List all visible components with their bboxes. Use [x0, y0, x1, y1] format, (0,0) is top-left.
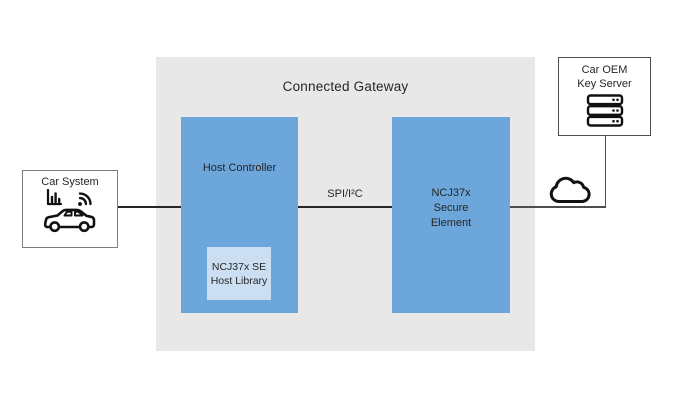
connected-gateway-title: Connected Gateway — [282, 79, 409, 94]
server-icon — [586, 94, 624, 128]
host-library-node: NCJ37x SE Host Library — [207, 247, 271, 300]
secure-element-label-line3: Element — [430, 216, 472, 229]
cloud-icon — [546, 172, 594, 207]
key-server-node: Car OEM Key Server — [558, 57, 651, 136]
key-server-label-line2: Key Server — [577, 78, 632, 90]
host-library-label-line2: Host Library — [210, 274, 268, 287]
key-server-label-line1: Car OEM — [581, 64, 628, 76]
host-controller-label: Host Controller — [202, 162, 277, 174]
connector-se-cloud — [510, 206, 606, 208]
car-telemetry-icon — [42, 188, 98, 234]
car-system-node: Car System — [22, 170, 118, 248]
host-library-label-line1: NCJ37x SE — [211, 260, 267, 273]
connector-cloud-keyserver — [604, 136, 606, 207]
connector-host-se — [298, 206, 392, 208]
connector-carsystem-host — [118, 206, 181, 208]
car-system-label: Car System — [41, 176, 99, 188]
secure-element-label-line2: Secure — [433, 201, 469, 214]
secure-element-node: NCJ37x Secure Element — [392, 117, 510, 313]
secure-element-label-line1: NCJ37x — [431, 186, 471, 199]
spi-i2c-label: SPI/I²C — [327, 188, 363, 200]
